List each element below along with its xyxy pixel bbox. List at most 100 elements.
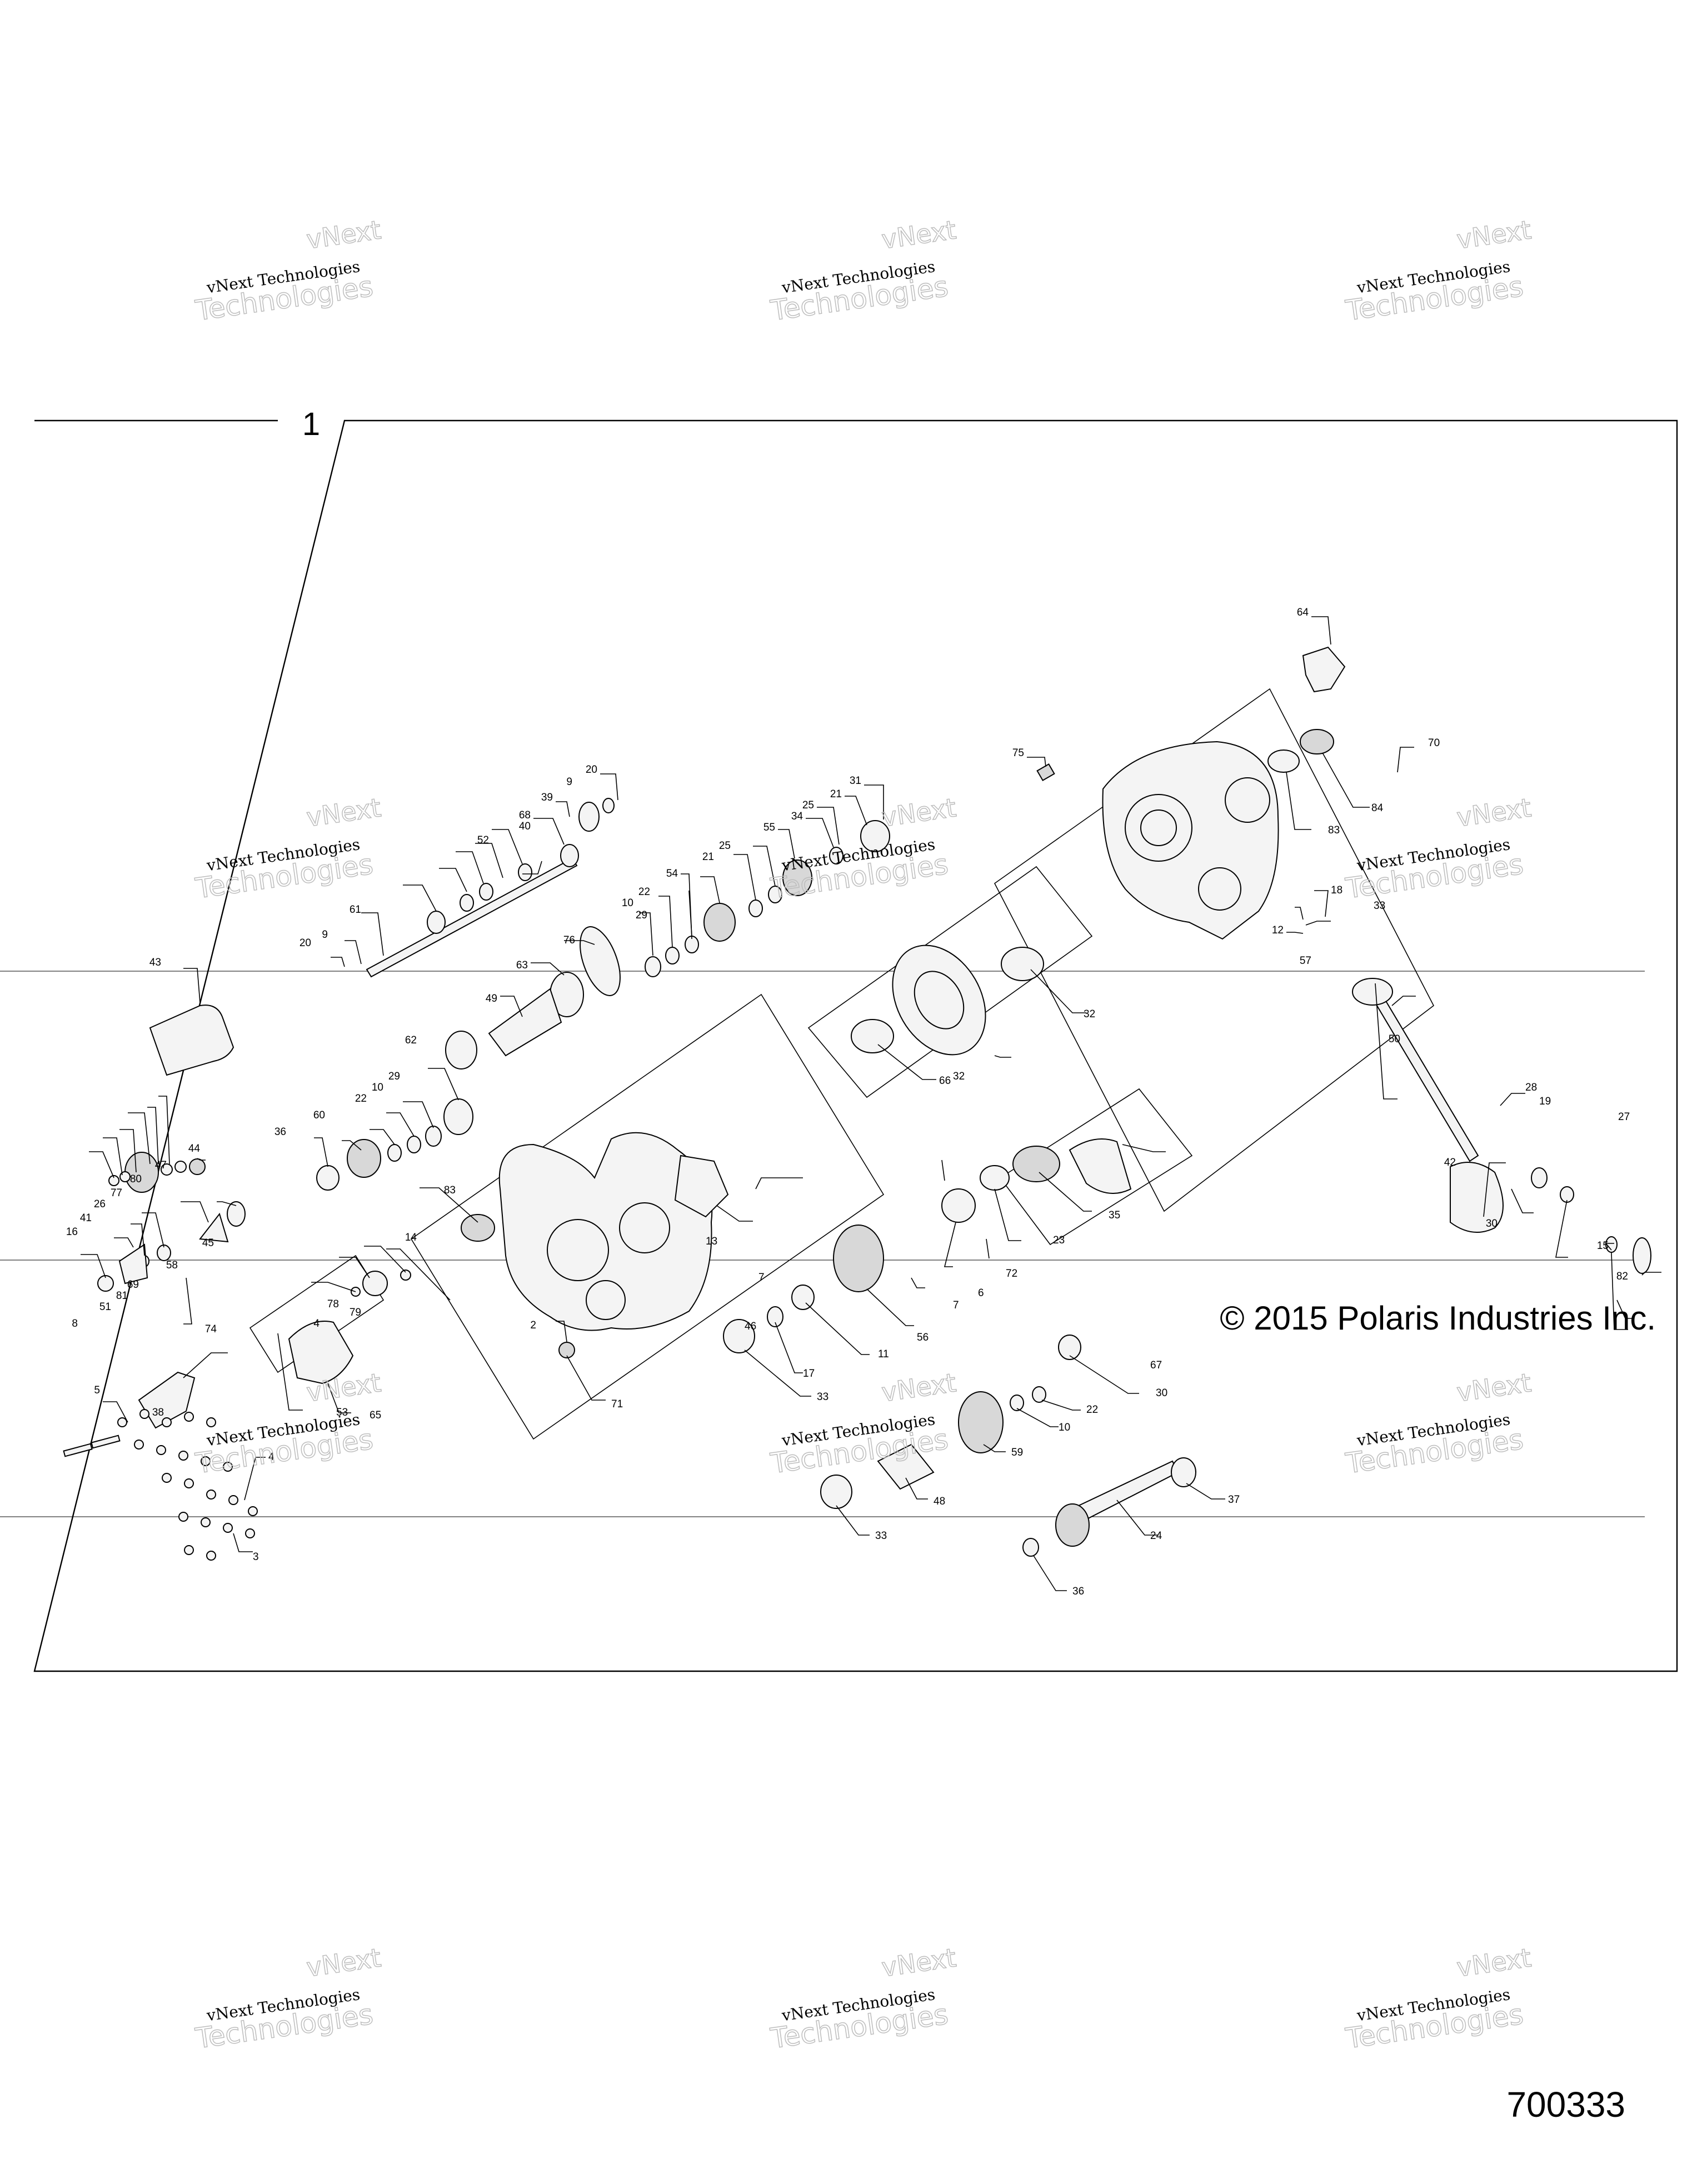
watermark: vNext Technologies vNext Technologies bbox=[193, 1367, 383, 1481]
callout-label: 77 bbox=[111, 1187, 122, 1199]
callout-label: 4 bbox=[313, 1318, 320, 1330]
callout-label: 28 bbox=[1525, 1082, 1537, 1093]
svg-text:vNext: vNext bbox=[305, 792, 383, 832]
callout-label: 6 bbox=[978, 1287, 984, 1299]
callout-label: 33 bbox=[1374, 900, 1385, 912]
callout-label: 11 bbox=[878, 1348, 889, 1360]
svg-text:vNext: vNext bbox=[880, 1942, 958, 1982]
callout-label: 45 bbox=[202, 1237, 214, 1249]
callout-label: 52 bbox=[477, 834, 489, 846]
svg-text:vNext: vNext bbox=[1455, 1942, 1533, 1982]
callout-label: 58 bbox=[166, 1260, 178, 1271]
svg-text:vNext: vNext bbox=[1455, 792, 1533, 832]
transmission-parts bbox=[63, 646, 1651, 1561]
callout-label: 47 bbox=[155, 1160, 167, 1171]
callout-label: 78 bbox=[327, 1298, 339, 1310]
callout-label: 83 bbox=[444, 1185, 456, 1196]
callout-label: 15 bbox=[1597, 1240, 1609, 1252]
callout-label: 14 bbox=[405, 1232, 417, 1243]
watermark: vNext Technologies vNext Technologies bbox=[768, 214, 958, 328]
callout-label: 2 bbox=[530, 1320, 536, 1331]
callout-label: 65 bbox=[370, 1410, 381, 1421]
watermark: vNext Technologies vNext Technologies bbox=[1343, 792, 1533, 906]
callout-label: 21 bbox=[702, 851, 714, 863]
callout-label: 20 bbox=[586, 764, 597, 776]
copyright-notice: © 2015 Polaris Industries Inc. bbox=[1220, 1300, 1656, 1337]
callout-label: 18 bbox=[1331, 884, 1342, 896]
watermark: vNext Technologies vNext Technologies bbox=[193, 214, 383, 328]
callout-label: 64 bbox=[1297, 607, 1309, 618]
callout-label: 48 bbox=[934, 1496, 945, 1507]
svg-text:vNext: vNext bbox=[305, 1942, 383, 1982]
callout-label: 29 bbox=[388, 1071, 400, 1082]
watermarks: vNext Technologies vNext Technologies vN… bbox=[193, 214, 1533, 2056]
callout-label: 43 bbox=[149, 957, 161, 968]
callout-label: 7 bbox=[953, 1300, 959, 1311]
callout-label: 66 bbox=[939, 1075, 951, 1087]
callout-label: 79 bbox=[350, 1307, 361, 1318]
callout-label: 40 bbox=[519, 821, 531, 832]
callout-label: 8 bbox=[72, 1318, 78, 1330]
construction-lines bbox=[0, 971, 1645, 1517]
callout-label: 51 bbox=[99, 1301, 111, 1313]
watermark: vNext Technologies vNext Technologies bbox=[193, 792, 383, 906]
callout-label: 33 bbox=[817, 1391, 828, 1403]
callout-label: 84 bbox=[1371, 802, 1384, 814]
subassembly-boxes bbox=[249, 688, 1435, 1440]
lower-housing-71 bbox=[498, 1132, 713, 1331]
callout-label: 56 bbox=[917, 1332, 929, 1343]
callout-label: 30 bbox=[1486, 1218, 1498, 1230]
watermark: vNext Technologies vNext Technologies bbox=[768, 792, 958, 906]
svg-text:vNext: vNext bbox=[880, 214, 958, 254]
assembly-number: 1 bbox=[302, 406, 320, 442]
svg-text:vNext: vNext bbox=[880, 1367, 958, 1407]
watermark: vNext Technologies vNext Technologies bbox=[193, 1942, 383, 2056]
callout-label: 75 bbox=[1012, 747, 1024, 759]
callout-label: 41 bbox=[80, 1212, 92, 1224]
callout-label: 76 bbox=[563, 934, 575, 946]
callout-label: 35 bbox=[1109, 1210, 1120, 1221]
callout-label: 83 bbox=[1328, 824, 1340, 836]
callout-label: 29 bbox=[636, 909, 647, 921]
callout-label: 10 bbox=[622, 897, 633, 909]
callout-label: 55 bbox=[763, 822, 775, 833]
ring-gear-66 bbox=[892, 944, 986, 1056]
callout-label: 71 bbox=[611, 1398, 623, 1410]
callout-label: 80 bbox=[130, 1173, 142, 1185]
figure-number: 700333 bbox=[1506, 2085, 1625, 2125]
callout-label: 33 bbox=[875, 1530, 887, 1542]
callout-label: 62 bbox=[405, 1034, 417, 1046]
callout-label: 26 bbox=[94, 1198, 106, 1210]
callout-labels: 64 70 75 83 84 20 9 39 68 40 52 31 21 25… bbox=[66, 607, 1630, 1597]
callout-label: 69 bbox=[127, 1279, 139, 1291]
callout-label: 10 bbox=[372, 1082, 383, 1093]
callout-label: 10 bbox=[1059, 1422, 1070, 1433]
callout-label: 42 bbox=[1444, 1157, 1456, 1168]
callout-label: 13 bbox=[706, 1236, 717, 1247]
callout-label: 31 bbox=[850, 775, 861, 787]
callout-label: 61 bbox=[350, 904, 361, 916]
callout-label: 12 bbox=[1272, 924, 1284, 936]
callout-label: 30 bbox=[1156, 1387, 1167, 1399]
svg-text:vNext: vNext bbox=[1455, 214, 1533, 254]
watermark: vNext Technologies vNext Technologies bbox=[1343, 1367, 1533, 1481]
callout-label: 63 bbox=[516, 959, 528, 971]
callout-label: 19 bbox=[1539, 1096, 1551, 1107]
watermark: vNext Technologies vNext Technologies bbox=[1343, 214, 1533, 328]
callout-label: 60 bbox=[313, 1110, 325, 1121]
leader-lines bbox=[81, 616, 1661, 1591]
callout-label: 59 bbox=[1011, 1447, 1023, 1458]
watermark: vNext Technologies vNext Technologies bbox=[768, 1367, 958, 1481]
callout-label: 39 bbox=[541, 792, 553, 803]
callout-label: 46 bbox=[745, 1321, 756, 1332]
callout-label: 22 bbox=[638, 886, 650, 898]
callout-label: 82 bbox=[1616, 1271, 1628, 1282]
callout-label: 24 bbox=[1150, 1530, 1162, 1542]
callout-label: 67 bbox=[1150, 1360, 1162, 1371]
callout-label: 5 bbox=[94, 1385, 100, 1396]
callout-label: 3 bbox=[253, 1551, 259, 1563]
callout-label: 57 bbox=[1300, 955, 1311, 967]
callout-label: 36 bbox=[274, 1126, 286, 1138]
svg-text:vNext: vNext bbox=[305, 214, 383, 254]
callout-label: 44 bbox=[188, 1143, 201, 1155]
